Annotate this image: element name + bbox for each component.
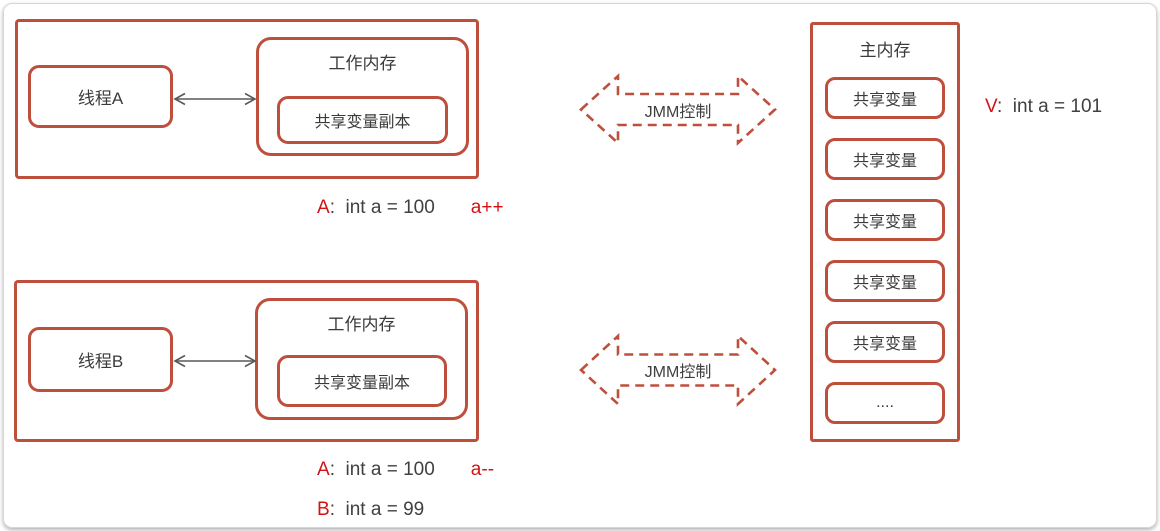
- statement-b-bottom: B: int a = 99: [317, 499, 424, 521]
- working-memory-a-label: 工作内存: [328, 54, 397, 73]
- shared-variable-label: 共享变量: [852, 336, 917, 353]
- thread-b-box: 线程B: [28, 327, 173, 392]
- statement-a-top-prefix: A: [317, 197, 330, 218]
- jmm-arrow-top-label: JMM控制: [644, 103, 712, 121]
- jmm-arrow-bottom: JMM控制: [578, 333, 778, 407]
- ellipsis-cell: ....: [825, 382, 945, 424]
- shared-variable-cell: 共享变量: [825, 321, 945, 363]
- statement-a-top: A: int a = 100 a++: [317, 197, 504, 219]
- shared-copy-a-label: 共享变量副本: [314, 114, 411, 131]
- thread-a-label: 线程A: [77, 89, 124, 108]
- thread-a-working-memory-arrow-icon: [173, 92, 257, 106]
- shared-copy-a-box: 共享变量副本: [277, 96, 448, 144]
- jmm-double-arrow-icon: [579, 73, 777, 146]
- shared-variable-cell: 共享变量: [825, 138, 945, 180]
- statement-b-bottom-prefix: B: [317, 499, 330, 520]
- statement-a-bottom-op: a--: [470, 459, 495, 480]
- statement-a-bottom: A: int a = 100 a--: [317, 459, 494, 481]
- statement-a-bottom-body: : int a = 100: [329, 459, 435, 480]
- thread-b-label: 线程B: [77, 352, 124, 371]
- thread-a-box: 线程A: [28, 65, 173, 128]
- shared-variable-cell: 共享变量: [825, 260, 945, 302]
- shared-variable-label: 共享变量: [852, 153, 917, 170]
- shared-variable-label: 共享变量: [852, 92, 917, 109]
- jmm-arrow-bottom-label: JMM控制: [644, 364, 712, 381]
- main-memory-title: 主内存: [859, 41, 911, 60]
- statement-a-bottom-prefix: A: [317, 459, 330, 480]
- statement-a-top-body: : int a = 100: [329, 197, 435, 218]
- shared-variable-cell: 共享变量: [825, 199, 945, 241]
- shared-variable-cell: 共享变量: [825, 77, 945, 119]
- statement-b-bottom-body: : int a = 99: [329, 499, 425, 520]
- statement-v-body: : int a = 101: [996, 96, 1103, 117]
- ellipsis-label: ....: [876, 394, 894, 411]
- statement-v-prefix: V: [985, 96, 997, 117]
- statement-a-top-op: a++: [470, 197, 504, 218]
- shared-variable-label: 共享变量: [852, 214, 917, 231]
- shared-copy-b-box: 共享变量副本: [277, 355, 447, 407]
- jmm-arrow-top: JMM控制: [578, 73, 778, 146]
- statement-v-right: V: int a = 101: [985, 96, 1102, 118]
- shared-variable-label: 共享变量: [852, 275, 917, 292]
- thread-b-working-memory-arrow-icon: [173, 354, 257, 368]
- working-memory-b-label: 工作内存: [327, 315, 396, 334]
- shared-copy-b-label: 共享变量副本: [313, 375, 410, 392]
- jmm-double-arrow-icon: [579, 333, 777, 407]
